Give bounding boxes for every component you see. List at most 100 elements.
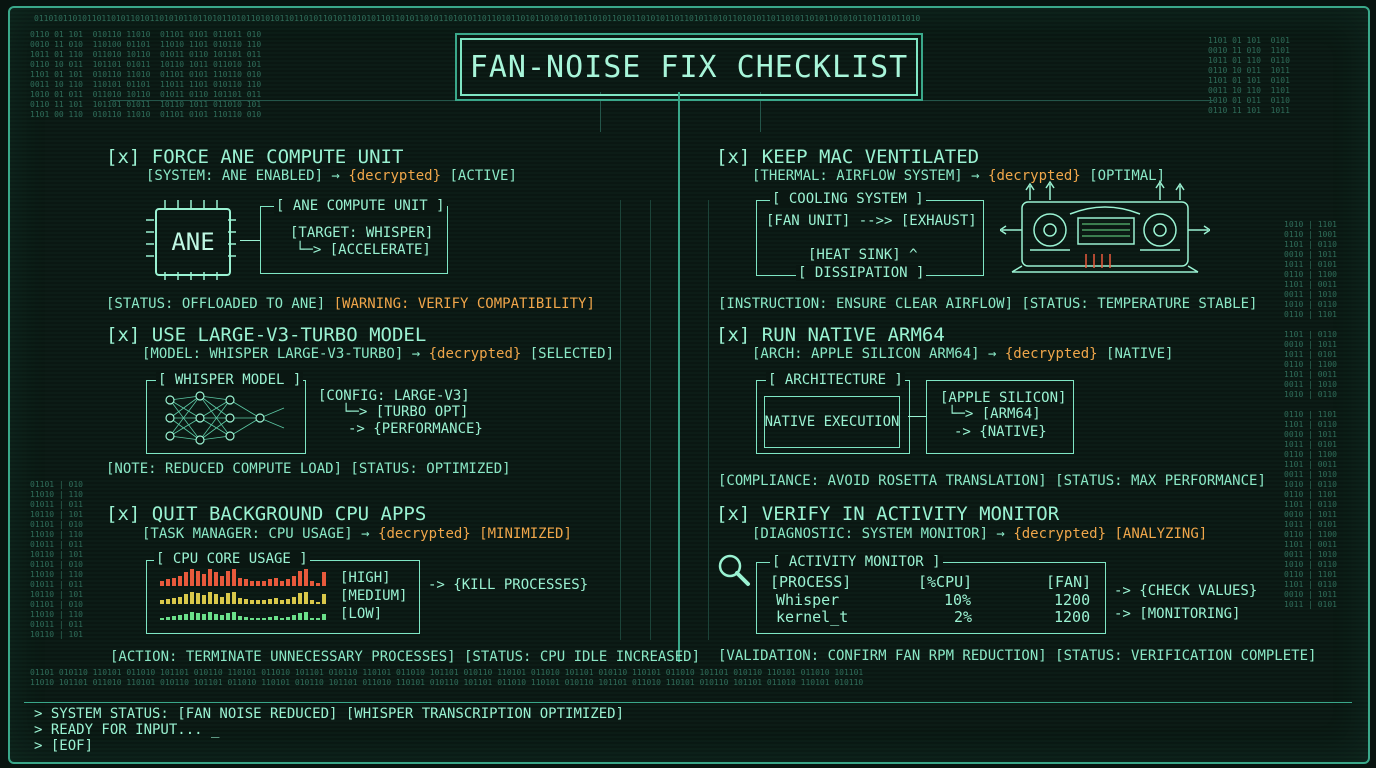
table-row-cpu: 2% bbox=[954, 608, 973, 626]
status-line-3: > [EOF] bbox=[34, 738, 94, 754]
decrypted-tag: {decrypted} bbox=[428, 346, 522, 362]
kill-processes-action[interactable]: -> {KILL PROCESSES} bbox=[428, 577, 589, 593]
checklist-item-cpu-title[interactable]: [x] QUIT BACKGROUND CPU APPS bbox=[106, 503, 427, 525]
decrypted-tag: {decrypted} bbox=[1013, 526, 1107, 542]
checklist-item-ane-title[interactable]: [x] FORCE ANE COMPUTE UNIT bbox=[106, 146, 404, 168]
cooling-line-1: [FAN UNIT] -->> [EXHAUST] bbox=[766, 213, 977, 229]
cpu-bar bbox=[220, 576, 224, 586]
chip-pins-icon bbox=[146, 200, 236, 280]
checklist-item-arm64-title[interactable]: [x] RUN NATIVE ARM64 bbox=[716, 324, 945, 346]
cpu-bar bbox=[274, 616, 278, 620]
cpu-bar bbox=[250, 581, 254, 586]
cpu-bar bbox=[214, 614, 218, 620]
cpu-bar bbox=[220, 615, 224, 620]
cpu-bar bbox=[286, 617, 290, 620]
cpu-bar bbox=[184, 614, 188, 620]
table-row-cpu: 10% bbox=[944, 591, 972, 609]
state-tag: [ACTIVE] bbox=[449, 168, 517, 184]
architecture-box-title: [ ARCHITECTURE ] bbox=[766, 372, 905, 388]
subtitle-prefix: [SYSTEM: ANE ENABLED] → bbox=[146, 168, 340, 184]
cooling-box-title: [ COOLING SYSTEM ] bbox=[770, 191, 926, 207]
cpu-level-low: [LOW] bbox=[340, 606, 383, 622]
cpu-bar bbox=[232, 592, 236, 604]
cpu-bar bbox=[262, 581, 266, 586]
cpu-bar bbox=[184, 594, 188, 604]
cpu-bar bbox=[322, 614, 326, 620]
checklist-item-ventilation-title[interactable]: [x] KEEP MAC VENTILATED bbox=[716, 146, 980, 168]
model-status-note: [NOTE: REDUCED COMPUTE LOAD] [STATUS: OP… bbox=[106, 461, 511, 477]
cooling-line-2: [HEAT SINK] ^ bbox=[808, 247, 918, 263]
cpu-bar bbox=[256, 618, 260, 620]
state-tag: [ANALYZING] bbox=[1114, 526, 1208, 542]
cpu-bar bbox=[202, 574, 206, 586]
checklist-item-ane-subtitle: [SYSTEM: ANE ENABLED] → {decrypted} [ACT… bbox=[146, 168, 517, 184]
cpu-bar bbox=[256, 600, 260, 604]
cpu-bar bbox=[262, 618, 266, 620]
cpu-bar bbox=[298, 593, 302, 604]
decorative-code-noise-left: 01101 | 010 11010 | 110 01011 | 011 1011… bbox=[30, 480, 83, 639]
check-values-action[interactable]: -> {CHECK VALUES} bbox=[1114, 583, 1258, 599]
cpu-bar bbox=[286, 579, 290, 586]
cpu-level-high: [HIGH] bbox=[340, 570, 391, 586]
cpu-bar bbox=[208, 569, 212, 586]
table-row-fan: 1200 bbox=[1054, 608, 1091, 626]
cpu-bar bbox=[196, 571, 200, 586]
state-tag: [NATIVE] bbox=[1106, 346, 1174, 362]
ane-box-line-2: └─> [ACCELERATE] bbox=[296, 242, 431, 258]
checklist-item-ventilation-subtitle: [THERMAL: AIRFLOW SYSTEM] → {decrypted} … bbox=[752, 168, 1165, 184]
cpu-level-medium: [MEDIUM] bbox=[340, 588, 408, 604]
subtitle-prefix: [MODEL: WHISPER LARGE-V3-TURBO] → bbox=[142, 346, 421, 362]
cpu-bar bbox=[310, 600, 314, 604]
cpu-bars-low bbox=[160, 606, 326, 620]
checklist-item-arm64-subtitle: [ARCH: APPLE SILICON ARM64] → {decrypted… bbox=[752, 346, 1173, 362]
system-status-console[interactable]: > SYSTEM STATUS: [FAN NOISE REDUCED] [WH… bbox=[34, 706, 624, 754]
circuit-trace bbox=[760, 92, 761, 132]
subtitle-prefix: [THERMAL: AIRFLOW SYSTEM] → bbox=[752, 168, 980, 184]
cpu-bar bbox=[304, 569, 308, 586]
cpu-bar bbox=[316, 602, 320, 604]
decorative-code-noise-bottom: 01101 010110 110101 011010 101101 010110… bbox=[30, 668, 864, 687]
cpu-bar bbox=[244, 617, 248, 620]
ane-chip-icon: ANE bbox=[155, 208, 231, 276]
cpu-bar bbox=[166, 599, 170, 604]
cpu-bars-medium bbox=[160, 588, 326, 604]
cpu-bar bbox=[274, 578, 278, 586]
apple-silicon-box bbox=[926, 380, 1074, 454]
cpu-bar bbox=[310, 581, 314, 586]
cpu-bar bbox=[190, 569, 194, 586]
table-row-process: kernel_t bbox=[776, 608, 849, 626]
checklist-item-model-title[interactable]: [x] USE LARGE-V3-TURBO MODEL bbox=[106, 324, 427, 346]
cpu-bar bbox=[178, 615, 182, 620]
subtitle-prefix: [TASK MANAGER: CPU USAGE] → bbox=[142, 526, 370, 542]
ane-box-line-1: [TARGET: WHISPER] bbox=[290, 225, 434, 241]
circuit-trace bbox=[650, 200, 651, 640]
whisper-model-box-title: [ WHISPER MODEL ] bbox=[156, 372, 304, 388]
note-warning: [WARNING: VERIFY COMPATIBILITY] bbox=[333, 296, 595, 312]
terminal-frame bbox=[8, 6, 1370, 764]
cooling-line-3: [ DISSIPATION ] bbox=[796, 265, 927, 281]
cpu-bar bbox=[268, 599, 272, 604]
cpu-bar bbox=[220, 597, 224, 604]
status-line-2: > READY FOR INPUT... _ bbox=[34, 722, 220, 738]
cpu-bar bbox=[190, 592, 194, 604]
cpu-bar bbox=[208, 592, 212, 604]
cpu-bar bbox=[166, 617, 170, 620]
checklist-item-activity-monitor-title[interactable]: [x] VERIFY IN ACTIVITY MONITOR bbox=[716, 503, 1060, 525]
cpu-bar bbox=[196, 613, 200, 620]
cpu-bar bbox=[238, 616, 242, 620]
cpu-bar bbox=[202, 614, 206, 620]
cpu-bar bbox=[280, 618, 284, 620]
decorative-code-noise-top-left: 0110 01 101 010110 11010 01101 0101 0110… bbox=[30, 30, 262, 119]
cpu-bar bbox=[256, 581, 260, 586]
decrypted-tag: {decrypted} bbox=[1004, 346, 1098, 362]
arch-line-2: └─> [ARM64] bbox=[948, 406, 1041, 422]
monitoring-action[interactable]: -> [MONITORING] bbox=[1114, 606, 1241, 622]
table-row-process: Whisper bbox=[776, 591, 840, 609]
magnifier-icon bbox=[718, 554, 750, 586]
cpu-bar bbox=[214, 572, 218, 586]
connector-line bbox=[908, 416, 926, 417]
decrypted-tag: {decrypted} bbox=[988, 168, 1081, 184]
cpu-bar bbox=[202, 595, 206, 604]
cpu-bar bbox=[184, 572, 188, 586]
circuit-trace bbox=[620, 200, 621, 640]
